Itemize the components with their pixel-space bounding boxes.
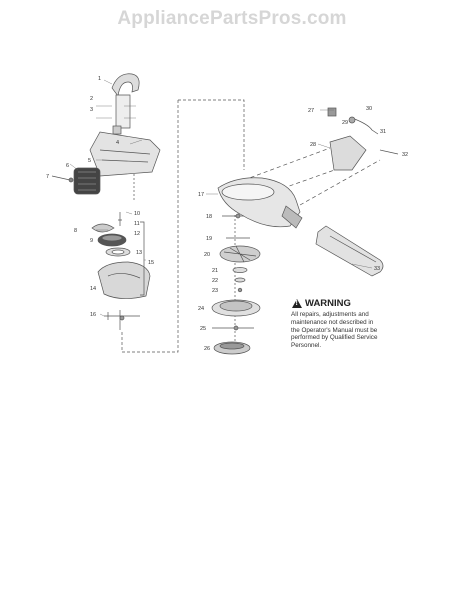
warning-triangle-icon [292,299,302,308]
part-number-30: 30 [366,106,372,112]
part-number-1: 1 [98,76,101,82]
part-number-2: 2 [90,96,93,102]
part-number-18: 18 [206,214,212,220]
warning-text: All repairs, adjustments and maintenance… [291,311,406,350]
part-number-3: 3 [90,107,93,113]
part-number-15: 15 [148,260,154,266]
watermark: AppliancePartsPros.com [117,8,347,29]
warning-line: Personnel. [291,342,322,350]
warning-line: performed by Qualified Service [291,334,378,342]
part-number-4: 4 [116,140,119,146]
warning-box: WARNING All repairs, adjustments and mai… [291,298,406,350]
part-number-26: 26 [204,346,210,352]
part-number-19: 19 [206,236,212,242]
part-number-22: 22 [212,278,218,284]
part-number-7: 7 [46,174,49,180]
warning-heading: WARNING [292,298,406,309]
warning-line: All repairs, adjustments and [291,311,369,318]
part-number-23: 23 [212,288,218,294]
part-number-9: 9 [90,238,93,244]
part-number-8: 8 [74,228,77,234]
part-number-11: 11 [134,221,140,227]
part-number-17: 17 [198,192,204,198]
part-number-27: 27 [308,108,314,114]
part-number-25: 25 [200,326,206,332]
part-number-32: 32 [402,152,408,158]
warning-line: the Operator's Manual must be [291,326,378,334]
part-number-21: 21 [212,268,218,274]
part-number-20: 20 [204,252,210,258]
part-number-14: 14 [90,286,96,292]
part-number-10: 10 [134,211,140,217]
part-number-6: 6 [66,163,69,169]
warning-line: maintenance not described in [291,318,374,326]
part-number-31: 31 [380,129,386,135]
warning-title: WARNING [305,298,351,309]
part-number-12: 12 [134,231,140,237]
part-number-16: 16 [90,312,96,318]
part-number-33: 33 [374,266,380,272]
part-number-28: 28 [310,142,316,148]
part-number-5: 5 [88,158,91,164]
part-number-24: 24 [198,306,204,312]
part-number-13: 13 [136,250,142,256]
part-number-29: 29 [342,120,348,126]
